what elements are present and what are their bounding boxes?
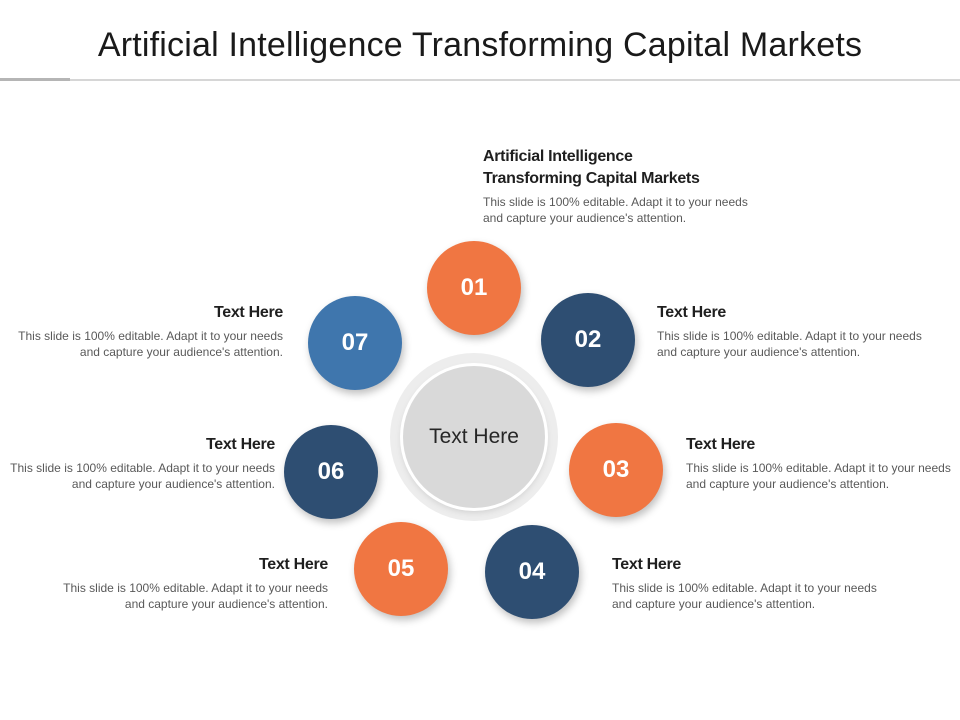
node-01: 01 [427, 241, 521, 335]
node-02: 02 [541, 293, 635, 387]
slide-title: Artificial Intelligence Transforming Cap… [97, 26, 863, 64]
node-07: 07 [308, 296, 402, 390]
node-04: 04 [485, 525, 579, 619]
label-04-text: This slide is 100% editable. Adapt it to… [612, 581, 877, 611]
label-04: Text Here This slide is 100% editable. A… [612, 554, 882, 612]
node-02-number: 02 [574, 326, 602, 353]
node-03-number: 03 [602, 456, 630, 483]
title-divider [0, 79, 960, 81]
label-03-heading: Text Here [686, 436, 756, 453]
node-06-number: 06 [317, 458, 345, 485]
center-circle: Text Here [403, 366, 545, 508]
node-07-number: 07 [341, 329, 369, 356]
label-01: Artificial Intelligence Transforming Cap… [483, 146, 783, 226]
label-03: Text Here This slide is 100% editable. A… [686, 434, 956, 492]
label-06: Text Here This slide is 100% editable. A… [0, 434, 275, 492]
label-07-text: This slide is 100% editable. Adapt it to… [18, 329, 283, 359]
label-07-heading: Text Here [213, 304, 283, 321]
label-02-text: This slide is 100% editable. Adapt it to… [657, 329, 922, 359]
label-02-heading: Text Here [657, 304, 727, 321]
label-02: Text Here This slide is 100% editable. A… [657, 302, 927, 360]
node-06: 06 [284, 425, 378, 519]
label-05-text: This slide is 100% editable. Adapt it to… [63, 581, 328, 611]
node-03: 03 [569, 423, 663, 517]
center-label: Text Here [429, 425, 519, 448]
label-03-text: This slide is 100% editable. Adapt it to… [686, 461, 951, 491]
label-06-text: This slide is 100% editable. Adapt it to… [10, 461, 275, 491]
label-05-heading: Text Here [258, 556, 328, 573]
label-01-text: This slide is 100% editable. Adapt it to… [483, 195, 748, 225]
node-05-number: 05 [387, 555, 415, 582]
label-06-heading: Text Here [205, 436, 275, 453]
label-07: Text Here This slide is 100% editable. A… [8, 302, 283, 360]
title-divider-accent [0, 78, 70, 81]
node-01-number: 01 [460, 274, 488, 301]
label-05: Text Here This slide is 100% editable. A… [52, 554, 328, 612]
label-01-heading: Artificial Intelligence Transforming Cap… [483, 148, 700, 187]
label-04-heading: Text Here [612, 556, 682, 573]
node-04-number: 04 [518, 558, 546, 585]
node-05: 05 [354, 522, 448, 616]
